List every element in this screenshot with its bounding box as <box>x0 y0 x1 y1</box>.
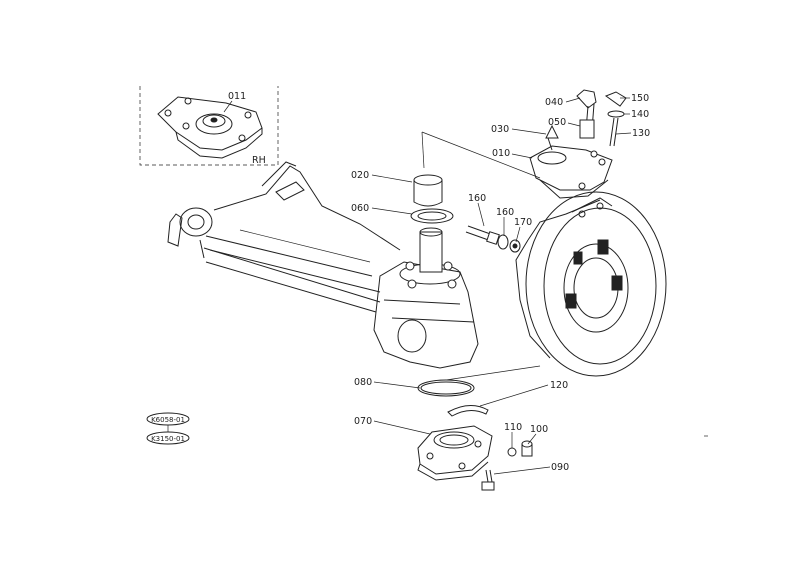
flange-070-drawing <box>417 425 493 481</box>
seal-060-drawing <box>410 208 454 224</box>
serial-bottom: K3150-01 <box>151 435 185 443</box>
part-label-170: 170 <box>514 217 532 228</box>
part-label-070: 070 <box>354 416 372 427</box>
part-label-080: 080 <box>354 377 372 388</box>
part-label-040: 040 <box>545 97 563 108</box>
rh-label: RH <box>252 155 266 166</box>
part-label-120: 120 <box>550 380 568 391</box>
serial-top: K6058-01 <box>151 416 185 424</box>
snap-ring-120-drawing <box>447 405 489 417</box>
part-label-050: 050 <box>548 117 566 128</box>
part-label-150: 150 <box>631 93 649 104</box>
part-label-030: 030 <box>491 124 509 135</box>
part-label-130: 130 <box>632 128 650 139</box>
bracket-011-drawing <box>157 96 263 159</box>
part-label-010: 010 <box>492 148 510 159</box>
part-label-160-a: 160 <box>468 193 486 204</box>
part-label-100: 100 <box>530 424 548 435</box>
part-label-110: 110 <box>504 422 522 433</box>
part-label-160-b: 160 <box>496 207 514 218</box>
part-label-011: 011 <box>228 91 246 102</box>
axle-housing-drawing <box>167 161 479 369</box>
part-label-020: 020 <box>351 170 369 181</box>
part-label-060: 060 <box>351 203 369 214</box>
bolt-090-drawing <box>481 469 495 491</box>
serial-stamps: K6058-01 K3150-01 <box>146 412 190 445</box>
bolt-160-drawing <box>465 225 521 253</box>
part-label-090: 090 <box>551 462 569 473</box>
part-label-140: 140 <box>631 109 649 120</box>
upper-bracket-drawing <box>529 89 627 199</box>
bushing-020-drawing <box>413 174 443 207</box>
wheel-hub-drawing <box>515 191 667 377</box>
rh-inset-box: 011 RH <box>139 86 279 166</box>
